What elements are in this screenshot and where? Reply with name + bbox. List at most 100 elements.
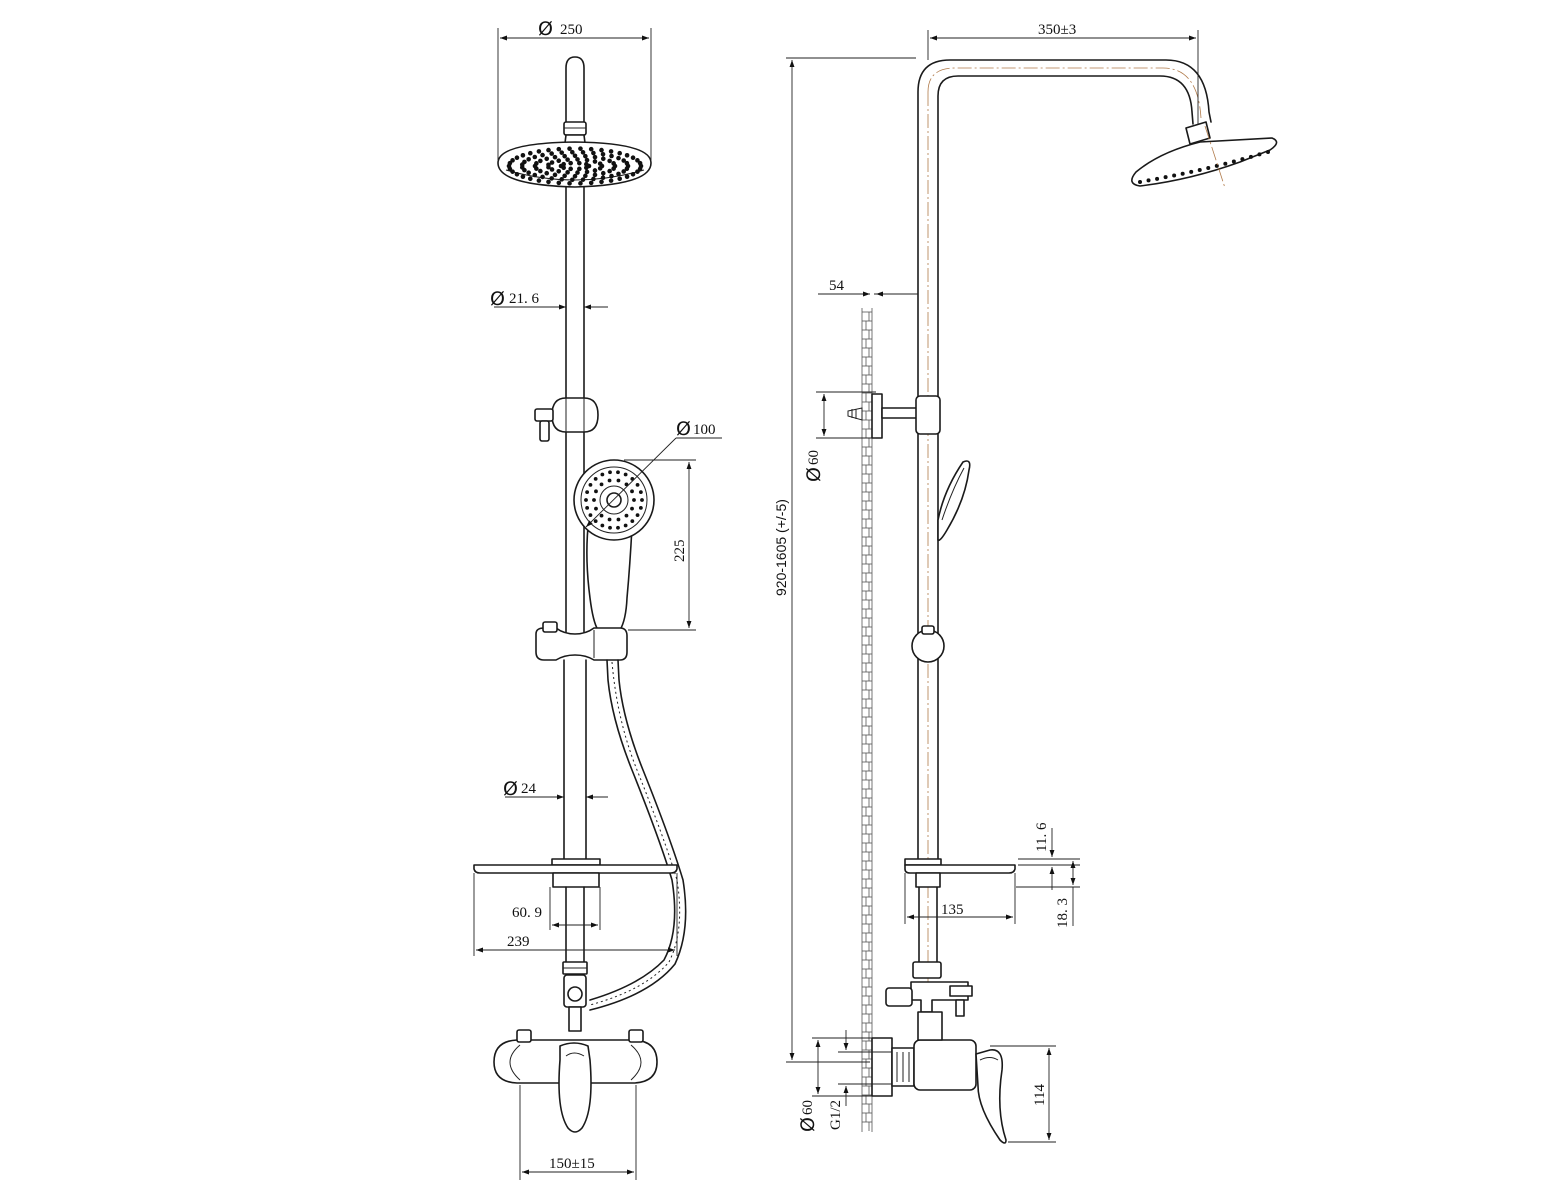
nozzle-dot: [544, 156, 550, 162]
nozzle-dot: [565, 170, 570, 175]
dim-tray-depth: 135: [941, 902, 964, 918]
nozzle-dot: [630, 155, 636, 161]
nozzle-dot: [567, 146, 572, 151]
dim-hand-shower-diameter: 100: [693, 422, 716, 438]
nozzle-dot: [611, 161, 616, 166]
nozzle-dot: [623, 472, 628, 477]
nozzle-dot: [1197, 167, 1202, 172]
dim-tray-width: 239: [507, 934, 530, 950]
nozzle-dot: [556, 168, 562, 174]
nozzle-dot: [549, 160, 555, 165]
side-wall-bracket: [847, 393, 941, 439]
side-view: 350±3 54 Ø 60 920-1605 (+/-5): [773, 22, 1278, 1144]
nozzle-dot: [520, 174, 526, 179]
diameter-symbol: Ø: [503, 778, 518, 800]
side-diverter: [885, 961, 973, 1017]
nozzle-dot: [572, 173, 578, 179]
nozzle-dot: [607, 478, 612, 483]
nozzle-dot: [1257, 152, 1262, 157]
nozzle-dot: [1180, 171, 1185, 176]
nozzle-dot: [578, 146, 583, 151]
nozzle-dot: [1189, 169, 1194, 174]
nozzle-dot: [635, 513, 640, 518]
nozzle-dot: [599, 513, 604, 518]
nozzle-dot: [588, 180, 594, 186]
dim-tray-thickness: 11. 6: [1034, 822, 1050, 852]
nozzle-dot: [638, 490, 643, 495]
dim-mixer-centers: 150±15: [549, 1156, 595, 1172]
nozzle-dot: [635, 482, 640, 487]
nozzle-dot: [630, 506, 634, 511]
nozzle-dot: [556, 158, 562, 164]
dim-total-height: 920-1605 (+/-5): [773, 499, 789, 596]
nozzle-dot: [583, 153, 588, 159]
nozzle-dot: [584, 161, 589, 167]
nozzle-dot: [592, 159, 598, 164]
nozzle-dot: [616, 525, 620, 530]
nozzle-dot: [534, 161, 539, 166]
nozzle-dot: [588, 482, 593, 487]
diameter-symbol: Ø: [676, 418, 691, 440]
nozzle-dot: [1146, 178, 1151, 183]
nozzle-dot: [599, 147, 604, 153]
nozzle-dot: [514, 155, 520, 161]
front-soap-tray: [473, 858, 678, 888]
nozzle-dot: [592, 154, 598, 160]
nozzle-dot: [572, 153, 578, 159]
nozzle-dot: [552, 172, 558, 178]
front-view: Ø 250 Ø 21. 6 Ø 100 225 Ø 24: [473, 18, 722, 1180]
nozzle-dot: [624, 153, 630, 158]
nozzle-dot: [1231, 159, 1236, 164]
nozzle-dot: [536, 149, 542, 154]
nozzle-dot: [621, 169, 627, 174]
nozzle-dot: [549, 176, 554, 181]
nozzle-dot: [580, 177, 586, 182]
nozzle-dot: [520, 153, 526, 158]
nozzle-dot: [540, 174, 545, 180]
nozzle-dot: [1223, 161, 1228, 166]
nozzle-dot: [584, 169, 590, 175]
nozzle-dot: [536, 178, 542, 183]
nozzle-dot: [584, 498, 588, 502]
nozzle-dot: [592, 498, 596, 502]
nozzle-dot: [592, 172, 598, 178]
nozzle-dot: [540, 152, 545, 158]
nozzle-dot: [640, 498, 644, 502]
nozzle-dot: [559, 177, 565, 182]
nozzle-dot: [526, 157, 531, 162]
front-lower-pipe: [562, 886, 588, 1032]
nozzle-dot: [1266, 150, 1270, 154]
front-wall-bracket: [534, 397, 599, 442]
nozzle-dot: [608, 149, 614, 154]
nozzle-dot: [616, 470, 620, 475]
nozzle-dot: [617, 150, 623, 156]
front-dimensions: Ø 250 Ø 21. 6 Ø 100 225 Ø 24: [473, 18, 722, 1180]
dim-arm-reach: 350±3: [1038, 22, 1076, 38]
side-slider-knob: [911, 625, 945, 663]
nozzle-dot: [584, 165, 589, 171]
side-soap-tray: [904, 858, 1016, 888]
dim-wall-offset: 54: [829, 278, 845, 294]
nozzle-dot: [594, 489, 598, 494]
nozzle-dot: [592, 168, 598, 173]
dim-inlet-thread: G1/2: [828, 1100, 844, 1130]
nozzle-dot: [623, 523, 628, 528]
side-wall: [861, 308, 873, 1132]
nozzle-dot: [624, 513, 629, 518]
nozzle-dot: [1240, 157, 1245, 162]
nozzle-dot: [552, 154, 558, 160]
diameter-symbol: Ø: [803, 467, 825, 482]
nozzle-dot: [593, 476, 598, 481]
nozzle-dot: [575, 157, 580, 162]
nozzle-dot: [588, 513, 593, 518]
nozzle-dot: [527, 176, 533, 182]
nozzle-dot: [568, 166, 573, 172]
side-overhead-shower-head: [1131, 121, 1278, 189]
nozzle-dot: [585, 490, 590, 495]
nozzle-dot: [526, 170, 531, 175]
dim-overhead-diameter: 250: [560, 22, 583, 38]
nozzle-dot: [1138, 180, 1142, 184]
nozzle-dot: [609, 173, 614, 179]
dim-hand-shower-length: 225: [672, 540, 688, 563]
